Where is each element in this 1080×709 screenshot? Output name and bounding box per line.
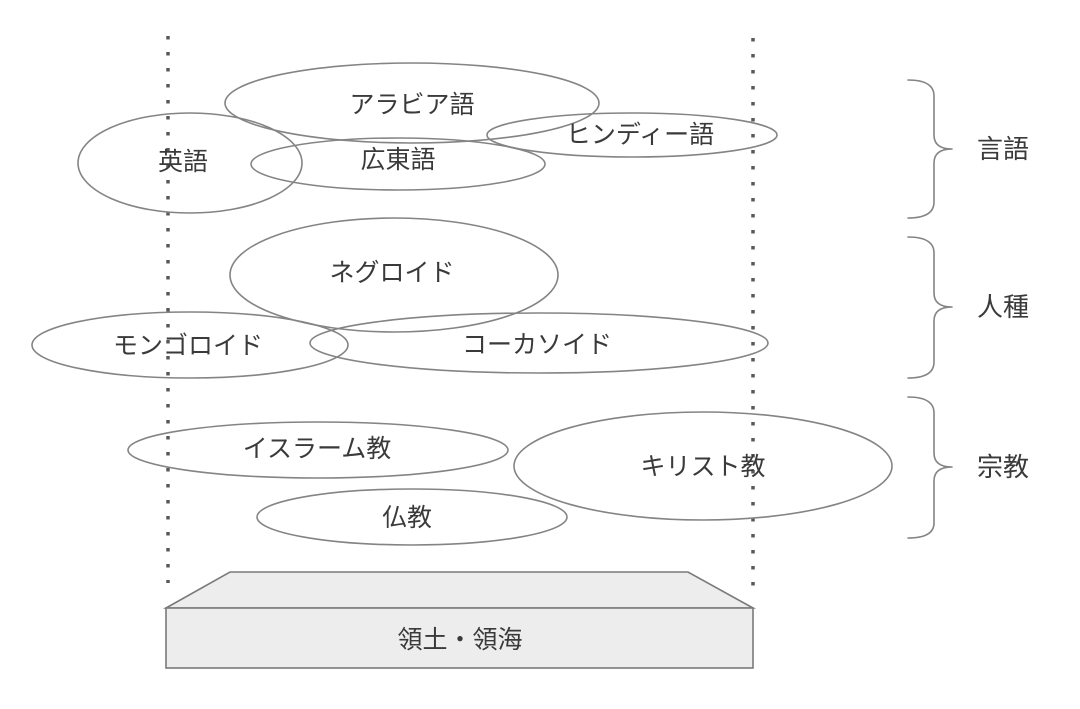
territory-base: 領土・領海 xyxy=(162,571,757,669)
mongoloid-label: モンゴロイド xyxy=(113,332,263,360)
race-group: ネグロイド モンゴロイド コーカソイド xyxy=(31,217,769,379)
arabic-ellipse xyxy=(224,62,600,144)
islam-ellipse xyxy=(127,421,509,479)
buddhism-ellipse xyxy=(256,488,568,546)
language-group-label: 言語 xyxy=(977,134,1029,164)
buddhism-label: 仏教 xyxy=(382,504,432,532)
cantonese-label: 広東語 xyxy=(360,146,435,174)
caucasoid-label: コーカソイド xyxy=(462,331,612,359)
base-front-face xyxy=(165,607,754,669)
race-brace xyxy=(907,236,953,379)
base-label: 領土・領海 xyxy=(397,626,522,654)
language-group: アラビア語 英語 広東語 ヒンディー語 xyxy=(77,62,778,214)
hindi-ellipse xyxy=(486,112,778,158)
english-ellipse xyxy=(77,112,303,214)
mongoloid-ellipse xyxy=(31,311,349,379)
islam-label: イスラーム教 xyxy=(243,435,392,463)
religion-group: イスラーム教 キリスト教 仏教 xyxy=(127,411,893,546)
negroid-label: ネグロイド xyxy=(329,259,454,287)
religion-group-label: 宗教 xyxy=(977,452,1029,482)
caucasoid-ellipse xyxy=(309,312,769,374)
hindi-label: ヒンディー語 xyxy=(566,121,714,149)
race-group-label: 人種 xyxy=(977,292,1029,322)
group-braces: 言語 人種 宗教 xyxy=(907,79,1029,539)
english-label: 英語 xyxy=(158,148,208,176)
negroid-ellipse xyxy=(229,217,559,333)
arabic-label: アラビア語 xyxy=(349,91,474,119)
religion-brace xyxy=(907,396,953,539)
base-top-face xyxy=(162,571,757,609)
cantonese-ellipse xyxy=(250,137,546,191)
christianity-label: キリスト教 xyxy=(640,453,765,481)
language-brace xyxy=(907,79,953,219)
christianity-ellipse xyxy=(513,411,893,521)
